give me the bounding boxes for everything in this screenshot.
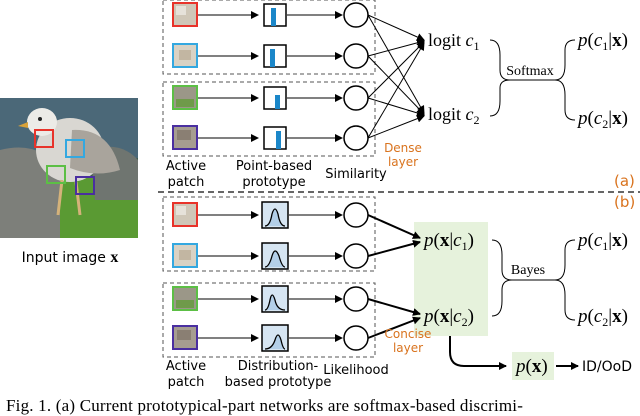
bayes-label: Bayes [511, 263, 545, 278]
label-a-proto2: prototype [242, 175, 305, 190]
logit-c2: logit c2 [428, 104, 480, 127]
proto-a-2 [263, 44, 287, 68]
patch-a-purple [172, 125, 198, 150]
label-b-patch: patch [168, 375, 205, 390]
label-b-active: Active [166, 359, 206, 374]
highlight-concise [414, 222, 488, 336]
dense-connections [367, 14, 425, 139]
input-patch-purple [75, 176, 95, 195]
proto-a-1 [263, 3, 287, 27]
bayes-merge [491, 239, 513, 317]
label-a-similarity: Similarity [325, 167, 387, 182]
proto-b-1 [261, 201, 289, 229]
similarity-node-2 [343, 43, 369, 69]
highlight-px [512, 352, 554, 380]
patch-a-blue [172, 43, 198, 68]
proto-b-3 [261, 285, 289, 313]
marginal-px: p(x) [514, 356, 548, 377]
bayes-split [554, 239, 576, 321]
section-b-label: (b) [614, 193, 635, 211]
proto-a-4 [263, 126, 287, 150]
dense-layer-2: layer [388, 155, 418, 169]
label-b-likelihood: Likelihood [323, 363, 389, 378]
output-b-c2: p(c2|x) [576, 306, 628, 329]
group-box-a1 [162, 0, 376, 75]
group-box-b2 [162, 282, 376, 358]
patch-b-green [172, 286, 198, 311]
similarity-node-4 [343, 125, 369, 151]
likelihood-node-3 [343, 286, 369, 312]
proto-a-3 [263, 86, 287, 110]
output-a-c2: p(c2|x) [576, 108, 628, 131]
concise-layer-2: layer [393, 341, 423, 355]
label-a-active: Active [166, 159, 206, 174]
output-a-c1: p(c1|x) [576, 30, 628, 53]
patch-b-purple [172, 325, 198, 350]
idood-label: ID/OoD [582, 359, 632, 375]
logit-c1: logit c1 [428, 30, 480, 53]
softmax-label: Softmax [506, 64, 553, 79]
output-b-c1: p(c1|x) [576, 230, 628, 253]
softmax-split [554, 39, 576, 121]
likelihood-c2: p(x|c2) [422, 306, 474, 329]
likelihood-node-4 [343, 325, 369, 351]
label-a-patch: patch [168, 175, 205, 190]
input-patch-blue [65, 139, 85, 158]
px-arrow [449, 336, 507, 370]
patch-b-blue [172, 243, 198, 268]
label-b-proto2: based prototype [225, 375, 332, 390]
input-image-label: Input image x [22, 249, 119, 266]
dense-layer-1: Dense [384, 141, 422, 155]
figure-caption: Fig. 1. (a) Current prototypical-part ne… [6, 396, 524, 415]
input-patch-red [34, 129, 54, 148]
softmax-merge [489, 39, 511, 117]
proto-b-4 [261, 324, 289, 352]
input-image [0, 98, 138, 238]
concise-connections [367, 214, 421, 339]
likelihood-c1: p(x|c1) [422, 230, 474, 253]
label-a-proto1: Point-based [236, 159, 312, 174]
proto-b-2 [261, 242, 289, 270]
label-b-proto1: Distribution- [238, 359, 319, 374]
likelihood-node-1 [343, 202, 369, 228]
input-patch-green [46, 165, 66, 184]
concise-layer-1: Concise [385, 327, 432, 341]
likelihood-node-2 [343, 243, 369, 269]
similarity-node-1 [343, 2, 369, 28]
group-box-a2 [162, 81, 376, 157]
patch-a-red [172, 2, 198, 27]
group-box-b1 [162, 196, 376, 272]
similarity-node-3 [343, 85, 369, 111]
patch-a-green [172, 85, 198, 110]
section-a-label: (a) [614, 172, 635, 190]
patch-b-red [172, 202, 198, 227]
